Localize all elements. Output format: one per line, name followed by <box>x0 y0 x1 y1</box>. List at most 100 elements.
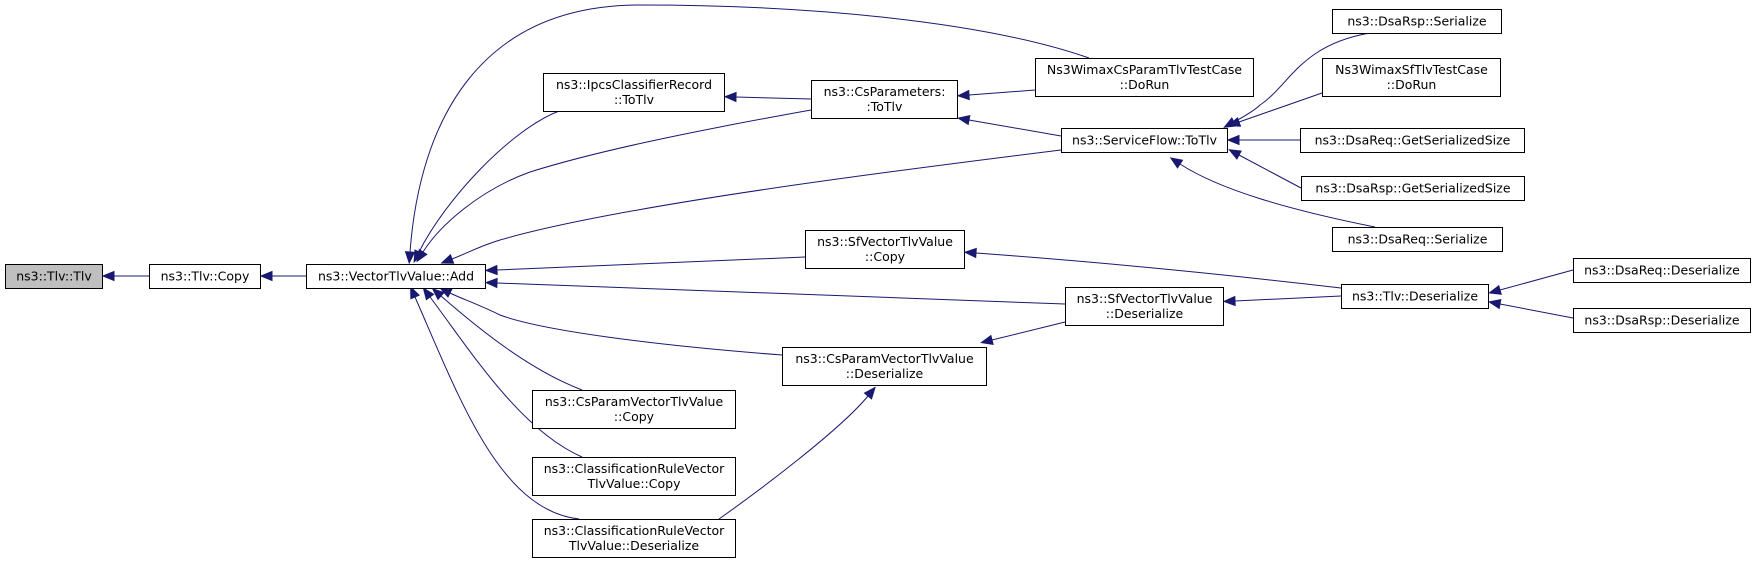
node-dsareqsize[interactable]: ns3::DsaReq::GetSerializedSize <box>1300 128 1525 153</box>
node-label: ns3::Tlv::Deserialize <box>1352 289 1478 304</box>
node-box <box>1573 308 1751 333</box>
node-label: ns3::SfVectorTlvValue <box>817 234 953 249</box>
node-label: TlvValue::Deserialize <box>568 538 700 553</box>
arrow-head-icon <box>101 270 115 282</box>
edge-line <box>718 395 869 520</box>
arrow-head-icon <box>863 386 876 400</box>
node-label: ::Deserialize <box>1106 306 1184 321</box>
node-box <box>1065 287 1224 326</box>
node-csparams[interactable]: ns3::CsParameters::ToTlv <box>811 80 958 119</box>
edge-line <box>991 321 1066 341</box>
node-label: ns3::SfVectorTlvValue <box>1077 291 1213 306</box>
edge-line <box>1233 32 1371 123</box>
arrow-head-icon <box>484 277 498 289</box>
node-label: ns3::DsaReq::Deserialize <box>1584 263 1740 278</box>
node-crvdeser[interactable]: ns3::ClassificationRuleVectorTlvValue::D… <box>532 519 736 558</box>
node-box <box>532 390 736 429</box>
node-box <box>532 519 736 558</box>
node-dsareqser[interactable]: ns3::DsaReq::Serialize <box>1332 227 1503 252</box>
edge-line <box>409 4 1090 253</box>
edge-line <box>449 292 783 356</box>
node-label: ns3::DsaReq::GetSerializedSize <box>1315 133 1511 148</box>
edge-line <box>418 110 560 253</box>
node-ipcs[interactable]: ns3::IpcsClassifierRecord::ToTlv <box>543 73 725 112</box>
node-dsareqdeser[interactable]: ns3::DsaReq::Deserialize <box>1573 258 1751 283</box>
node-label: ns3::DsaRsp::Deserialize <box>1584 313 1739 328</box>
node-box <box>149 264 261 289</box>
node-dsarspdeser[interactable]: ns3::DsaRsp::Deserialize <box>1573 308 1751 333</box>
node-sfvdeser[interactable]: ns3::SfVectorTlvValue::Deserialize <box>1065 287 1224 326</box>
edge-wimaxcs-to-add <box>404 4 1090 265</box>
node-add[interactable]: ns3::VectorTlvValue::Add <box>306 264 486 289</box>
edge-line <box>496 256 806 271</box>
node-label: ns3::CsParamVectorTlvValue <box>545 394 724 409</box>
node-box <box>811 80 958 119</box>
node-sftotlv[interactable]: ns3::ServiceFlow::ToTlv <box>1061 128 1228 153</box>
node-label: TlvValue::Copy <box>587 476 682 491</box>
node-tlv[interactable]: ns3::Tlv::Tlv <box>5 264 103 289</box>
node-wimaxcs[interactable]: Ns3WimaxCsParamTlvTestCase::DoRun <box>1035 58 1254 97</box>
edge-copy-to-tlv <box>101 270 149 282</box>
arrow-head-icon <box>422 287 435 301</box>
nodes-layer: ns3::Tlv::Tlv ns3::Tlv::Copy ns3::VectorTl… <box>5 9 1751 558</box>
edge-line <box>1499 303 1574 319</box>
node-label: ::Deserialize <box>846 366 924 381</box>
node-cspvcopy[interactable]: ns3::CsParamVectorTlvValue::Copy <box>532 390 736 429</box>
arrow-head-icon <box>956 114 971 126</box>
node-sfvcopy[interactable]: ns3::SfVectorTlvValue::Copy <box>805 230 965 269</box>
node-dsarspsize[interactable]: ns3::DsaRsp::GetSerializedSize <box>1301 176 1525 201</box>
arrow-head-icon <box>259 270 273 282</box>
edge-line <box>440 295 583 391</box>
node-label: ::Copy <box>614 409 655 424</box>
edge-line <box>968 89 1036 96</box>
node-wimaxsf[interactable]: Ns3WimaxSfTlvTestCase::DoRun <box>1322 58 1501 97</box>
node-label: ns3::DsaRsp::GetSerializedSize <box>1315 181 1510 196</box>
edge-tlvdeser-to-sfvdeser <box>1222 295 1342 307</box>
node-box <box>782 347 987 386</box>
node-box <box>1573 258 1751 283</box>
node-label: ::Copy <box>865 249 906 264</box>
node-cspvdeser[interactable]: ns3::CsParamVectorTlvValue::Deserialize <box>782 347 987 386</box>
edge-line <box>735 96 812 100</box>
node-label: ns3::ClassificationRuleVector <box>544 461 725 476</box>
arrow-head-icon <box>404 251 416 265</box>
node-label: ns3::CsParameters: <box>824 84 946 99</box>
node-box <box>805 230 965 269</box>
node-label: ns3::DsaRsp::Serialize <box>1347 14 1487 29</box>
edge-add-to-copy <box>259 270 306 282</box>
node-box <box>1341 284 1489 309</box>
node-crvcopy[interactable]: ns3::ClassificationRuleVectorTlvValue::C… <box>532 457 736 496</box>
arrow-head-icon <box>410 285 420 300</box>
node-label: ns3::VectorTlvValue::Add <box>318 269 474 284</box>
node-label: ::DoRun <box>1120 77 1170 92</box>
arrow-head-icon <box>963 247 977 259</box>
node-box <box>532 457 736 496</box>
node-dsarspser[interactable]: ns3::DsaRsp::Serialize <box>1332 9 1502 34</box>
node-label: ns3::DsaReq::Serialize <box>1348 232 1488 247</box>
arrow-head-icon <box>1228 149 1242 160</box>
node-box <box>1301 176 1525 201</box>
edge-sftotlv-to-csparams <box>956 114 1062 137</box>
arrow-head-icon <box>416 248 428 263</box>
edge-sftotlv-to-add <box>440 149 1062 264</box>
arrow-head-icon <box>1488 284 1502 295</box>
node-label: ::DoRun <box>1387 77 1437 92</box>
node-tlvdeser[interactable]: ns3::Tlv::Deserialize <box>1341 284 1489 309</box>
node-box <box>1332 9 1502 34</box>
edge-ipcs-to-add <box>413 110 560 263</box>
node-label: ns3::ClassificationRuleVector <box>544 523 725 538</box>
edge-tlvdeser-to-sfvcopy <box>963 247 1342 289</box>
node-copy[interactable]: ns3::Tlv::Copy <box>149 264 261 289</box>
node-box <box>306 264 486 289</box>
edge-crvcopy-to-add <box>422 287 583 458</box>
edge-sfvcopy-to-add <box>484 256 806 276</box>
edge-sfvdeser-to-cspvdeser <box>980 321 1066 346</box>
arrow-head-icon <box>980 334 994 346</box>
edges-layer <box>101 4 1574 520</box>
node-box <box>543 73 725 112</box>
edge-crvdeser-to-add <box>410 285 580 520</box>
edge-sfvdeser-to-add <box>484 277 1066 305</box>
arrow-head-icon <box>1169 157 1184 169</box>
edge-line <box>1234 295 1342 302</box>
